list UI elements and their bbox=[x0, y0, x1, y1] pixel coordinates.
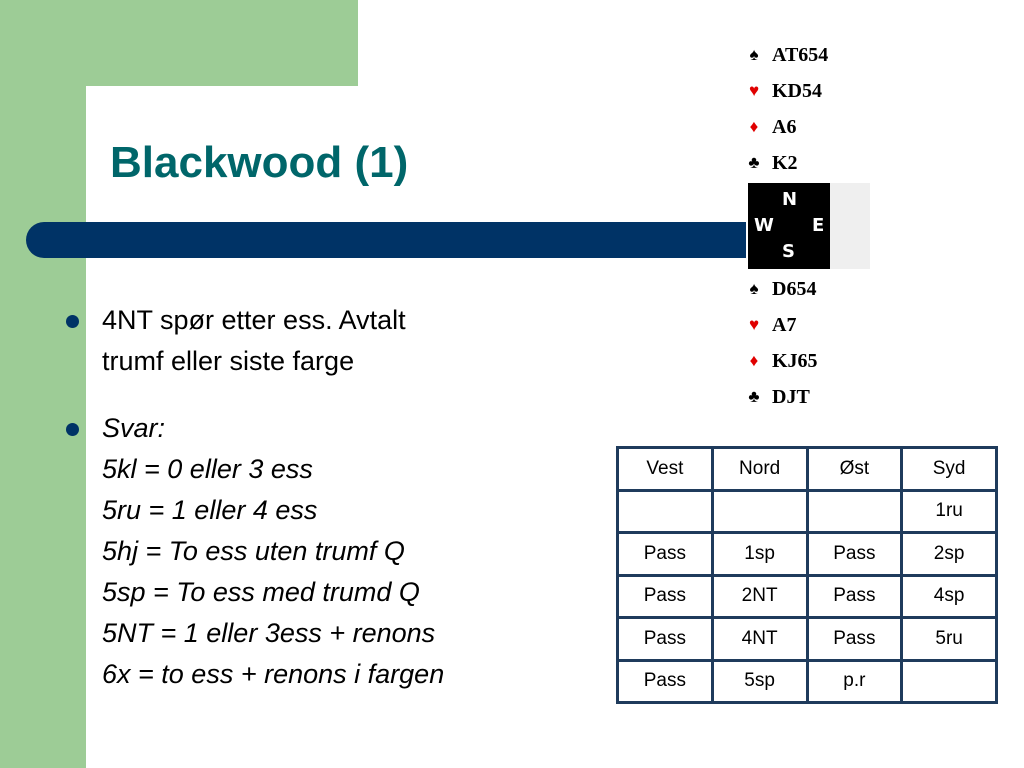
table-cell bbox=[710, 488, 809, 534]
table-cell: 4sp bbox=[900, 573, 998, 619]
south-diamonds-cards: KJ65 bbox=[772, 349, 818, 372]
table-cell bbox=[616, 488, 714, 534]
bullet-dot-icon bbox=[66, 315, 79, 328]
table-cell: Pass bbox=[805, 573, 904, 619]
table-cell: 2sp bbox=[900, 531, 998, 577]
title-underline-bar bbox=[26, 222, 746, 258]
bullet-line: 5sp = To ess med trumd Q bbox=[102, 577, 420, 607]
header-cell-syd: Syd bbox=[900, 446, 998, 492]
table-cell: Pass bbox=[805, 531, 904, 577]
north-hearts: ♥ KD54 bbox=[742, 76, 822, 106]
south-diamonds: ♦ KJ65 bbox=[742, 346, 818, 376]
compass-box: N W E S bbox=[748, 183, 830, 269]
header-cell-nord: Nord bbox=[710, 446, 809, 492]
table-cell: p.r bbox=[805, 658, 904, 704]
green-top-band bbox=[0, 0, 358, 86]
bullet-line: 5NT = 1 eller 3ess + renons bbox=[102, 618, 436, 648]
table-cell bbox=[805, 488, 904, 534]
spade-icon: ♠ bbox=[749, 279, 759, 298]
south-clubs-cards: DJT bbox=[772, 385, 810, 408]
north-spades-cards: AT654 bbox=[772, 43, 829, 66]
table-row: 1ru bbox=[616, 488, 998, 534]
table-cell: Pass bbox=[616, 658, 714, 704]
bullet-item-1: 4NT spør etter ess. Avtalt trumf eller s… bbox=[62, 300, 582, 382]
table-cell: Pass bbox=[616, 616, 714, 662]
table-cell: 5sp bbox=[710, 658, 809, 704]
club-icon: ♣ bbox=[748, 387, 760, 406]
south-hearts-cards: A7 bbox=[772, 313, 797, 336]
compass-east: E bbox=[812, 215, 825, 236]
bullet-text: 4NT spør etter ess. Avtalt trumf eller s… bbox=[102, 300, 582, 382]
heart-icon: ♥ bbox=[748, 315, 760, 334]
table-row: Pass 2NT Pass 4sp bbox=[616, 573, 998, 619]
table-cell: Pass bbox=[616, 573, 714, 619]
south-spades: ♠ D654 bbox=[742, 274, 816, 304]
north-diamonds-cards: A6 bbox=[772, 115, 797, 138]
north-clubs: ♣ K2 bbox=[742, 148, 798, 178]
green-left-band bbox=[0, 0, 86, 768]
table-cell bbox=[900, 658, 998, 704]
heart-icon: ♥ bbox=[748, 81, 760, 100]
spade-icon: ♠ bbox=[749, 45, 759, 64]
bullet-line: 5kl = 0 eller 3 ess bbox=[102, 454, 313, 484]
table-row: Pass 1sp Pass 2sp bbox=[616, 531, 998, 577]
north-spades: ♠ AT654 bbox=[742, 40, 828, 70]
bullet-dot-icon bbox=[66, 423, 79, 436]
diamond-icon: ♦ bbox=[749, 117, 759, 136]
table-cell: 1sp bbox=[710, 531, 809, 577]
header-cell-ost: Øst bbox=[805, 446, 904, 492]
table-cell: Pass bbox=[616, 531, 714, 577]
north-hearts-cards: KD54 bbox=[772, 79, 822, 102]
bullet-line: 5hj = To ess uten trumf Q bbox=[102, 536, 405, 566]
bidding-table: Vest Nord Øst Syd 1ru Pass 1sp Pass 2sp … bbox=[616, 446, 998, 704]
table-header-row: Vest Nord Øst Syd bbox=[616, 446, 998, 492]
bullet-item-2: Svar: 5kl = 0 eller 3 ess 5ru = 1 eller … bbox=[62, 408, 582, 695]
compass-north: N bbox=[782, 189, 798, 210]
compass-west: W bbox=[754, 215, 774, 236]
south-spades-cards: D654 bbox=[772, 277, 817, 300]
table-cell: 1ru bbox=[900, 488, 998, 534]
club-icon: ♣ bbox=[748, 153, 760, 172]
diamond-icon: ♦ bbox=[749, 351, 759, 370]
north-diamonds: ♦ A6 bbox=[742, 112, 797, 142]
table-row: Pass 5sp p.r bbox=[616, 658, 998, 704]
bullet-list: 4NT spør etter ess. Avtalt trumf eller s… bbox=[62, 300, 582, 721]
table-cell: Pass bbox=[805, 616, 904, 662]
bullet-line: Svar: bbox=[102, 413, 166, 443]
slide-title: Blackwood (1) bbox=[110, 138, 409, 187]
table-cell: 4NT bbox=[710, 616, 809, 662]
table-cell: 5ru bbox=[900, 616, 998, 662]
table-row: Pass 4NT Pass 5ru bbox=[616, 616, 998, 662]
header-cell-vest: Vest bbox=[616, 446, 714, 492]
south-clubs: ♣ DJT bbox=[742, 382, 810, 412]
bullet-line: 4NT spør etter ess. Avtalt bbox=[102, 305, 406, 335]
bullet-line: trumf eller siste farge bbox=[102, 346, 355, 376]
north-clubs-cards: K2 bbox=[772, 151, 798, 174]
south-hearts: ♥ A7 bbox=[742, 310, 797, 340]
bullet-line: 5ru = 1 eller 4 ess bbox=[102, 495, 318, 525]
bullet-text: Svar: 5kl = 0 eller 3 ess 5ru = 1 eller … bbox=[102, 408, 582, 695]
bullet-line: 6x = to ess + renons i fargen bbox=[102, 659, 445, 689]
compass-south: S bbox=[782, 241, 795, 262]
table-cell: 2NT bbox=[710, 573, 809, 619]
